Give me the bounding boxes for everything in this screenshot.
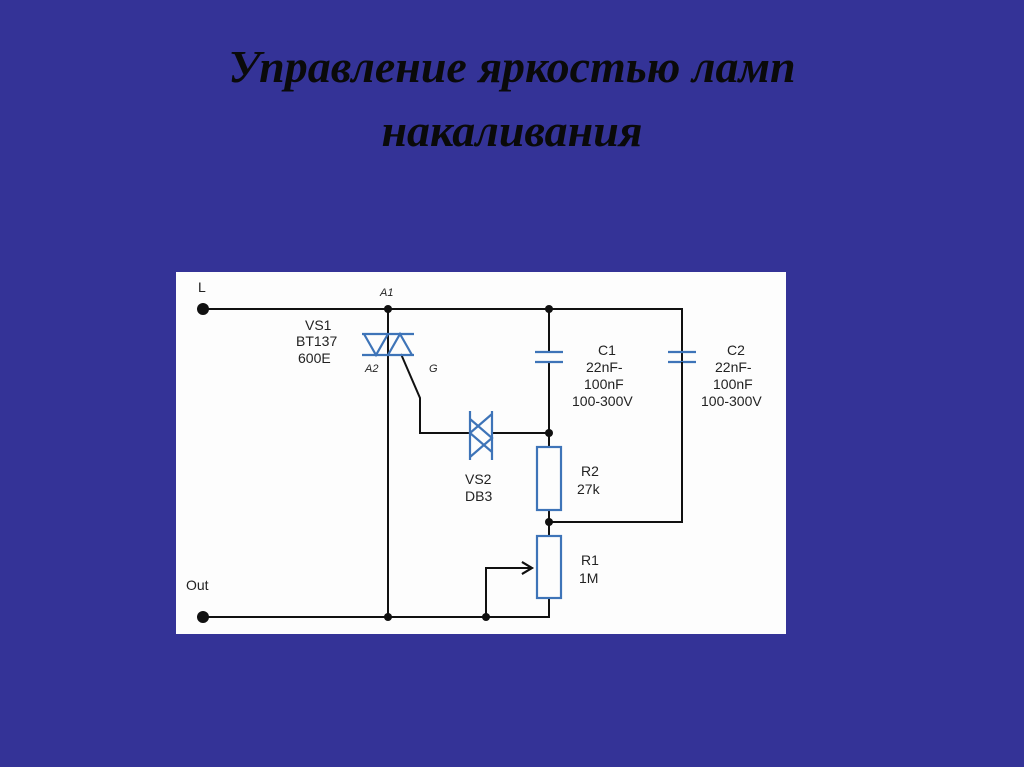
label-vs1: VS1 xyxy=(305,317,332,333)
label-l: L xyxy=(198,279,206,295)
label-out: Out xyxy=(186,577,209,593)
terminal-l-dot xyxy=(197,303,209,315)
label-db3: DB3 xyxy=(465,488,492,504)
potentiometer-r1 xyxy=(535,534,563,600)
label-a1: A1 xyxy=(379,287,393,299)
label-r1: R1 xyxy=(581,552,599,568)
terminal-out-dot xyxy=(197,611,209,623)
terminal-dots xyxy=(197,303,553,623)
label-bt137: BT137 xyxy=(296,333,337,349)
label-c1-voltage: 100-300V xyxy=(572,393,633,409)
triac-symbol xyxy=(362,331,414,358)
label-r1-value: 1M xyxy=(579,570,598,586)
label-a2: A2 xyxy=(364,363,378,375)
slide-title-line2: накаливания xyxy=(381,105,643,156)
label-r2-value: 27k xyxy=(577,481,601,497)
label-r2: R2 xyxy=(581,463,599,479)
label-c2: C2 xyxy=(727,342,745,358)
label-g: G xyxy=(429,363,438,375)
resistor-r2 xyxy=(535,445,563,512)
label-c2-v2: 100nF xyxy=(713,376,753,392)
label-600e: 600E xyxy=(298,350,331,366)
label-vs2: VS2 xyxy=(465,471,492,487)
wiper-arrow-icon xyxy=(486,561,534,575)
label-c1-v2: 100nF xyxy=(584,376,624,392)
label-c2-voltage: 100-300V xyxy=(701,393,762,409)
capacitor-c2 xyxy=(668,350,696,522)
label-c1: C1 xyxy=(598,342,616,358)
label-c2-v1: 22nF- xyxy=(715,359,752,375)
circuit-diagram xyxy=(176,272,786,634)
slide-title-line1: Управление яркостью ламп xyxy=(228,41,796,92)
capacitor-c1 xyxy=(535,350,563,364)
diac-symbol xyxy=(468,411,494,460)
label-c1-v1: 22nF- xyxy=(586,359,623,375)
